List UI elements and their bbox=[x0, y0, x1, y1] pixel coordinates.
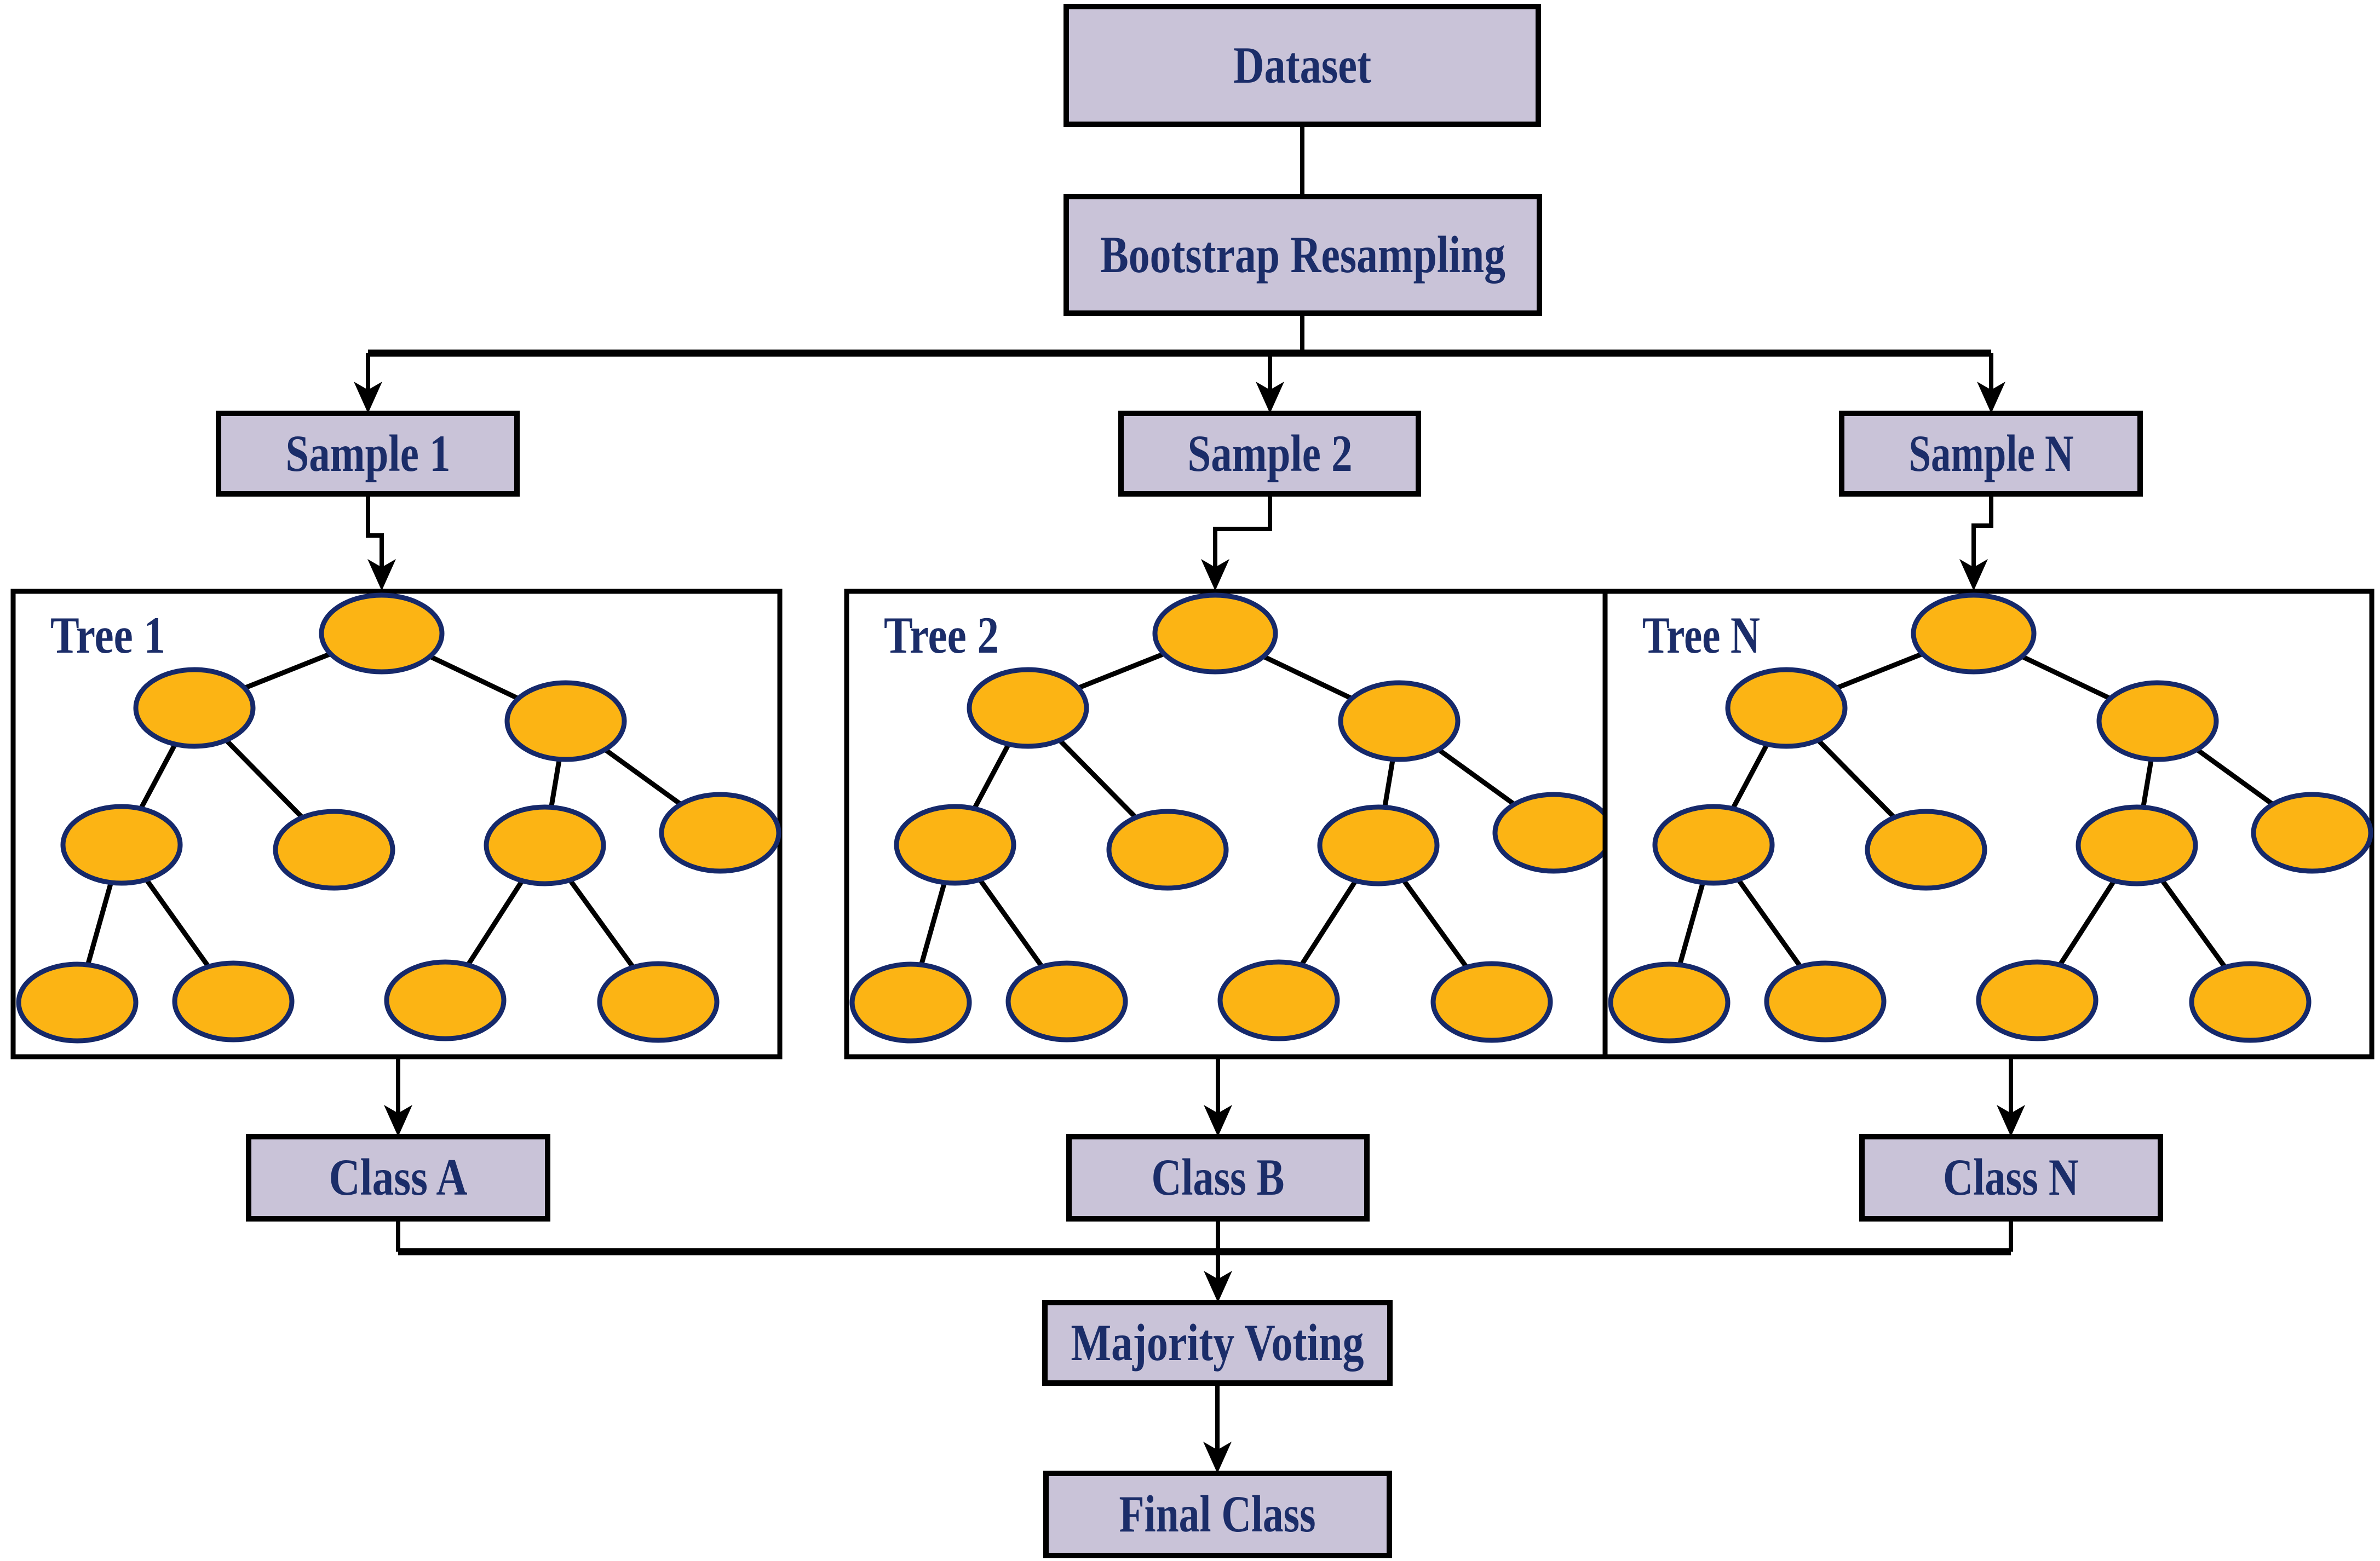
dataset-box bbox=[1063, 4, 1541, 127]
class-n-label: Class N bbox=[1943, 1148, 2079, 1206]
bootstrap-resampling-box bbox=[1063, 194, 1542, 316]
majority-voting-label: Majority Voting bbox=[1071, 1314, 1364, 1372]
dataset-label: Dataset bbox=[1233, 36, 1371, 94]
class-a-label: Class A bbox=[329, 1148, 468, 1206]
tree-1-label: Tree 1 bbox=[50, 606, 165, 664]
sample-n-box bbox=[1839, 411, 2143, 497]
tree-n-label: Tree N bbox=[1642, 606, 1760, 664]
bootstrap-resampling-label: Bootstrap Resampling bbox=[1100, 226, 1505, 284]
sample-n-label: Sample N bbox=[1909, 424, 2074, 482]
tree-1-panel: Tree 1 bbox=[10, 589, 783, 1059]
final-class-box bbox=[1043, 1471, 1392, 1558]
tree-2-label: Tree 2 bbox=[884, 606, 999, 664]
sample-1-label: Sample 1 bbox=[286, 424, 451, 482]
class-b-label: Class B bbox=[1152, 1148, 1285, 1206]
sample-2-label: Sample 2 bbox=[1188, 424, 1353, 482]
arrow-sample2-tree2 bbox=[1201, 494, 1272, 591]
final-class-label: Final Class bbox=[1119, 1485, 1316, 1543]
arrow-sample1-tree1 bbox=[366, 494, 396, 591]
class-a-box bbox=[246, 1134, 550, 1222]
arrow-samplen-treen bbox=[1959, 494, 1993, 591]
sample-1-box bbox=[216, 411, 520, 497]
tree-2-panel: Tree 2 bbox=[844, 589, 1616, 1059]
tree-n-panel: Tree N bbox=[1602, 589, 2375, 1059]
class-n-box bbox=[1859, 1134, 2163, 1222]
